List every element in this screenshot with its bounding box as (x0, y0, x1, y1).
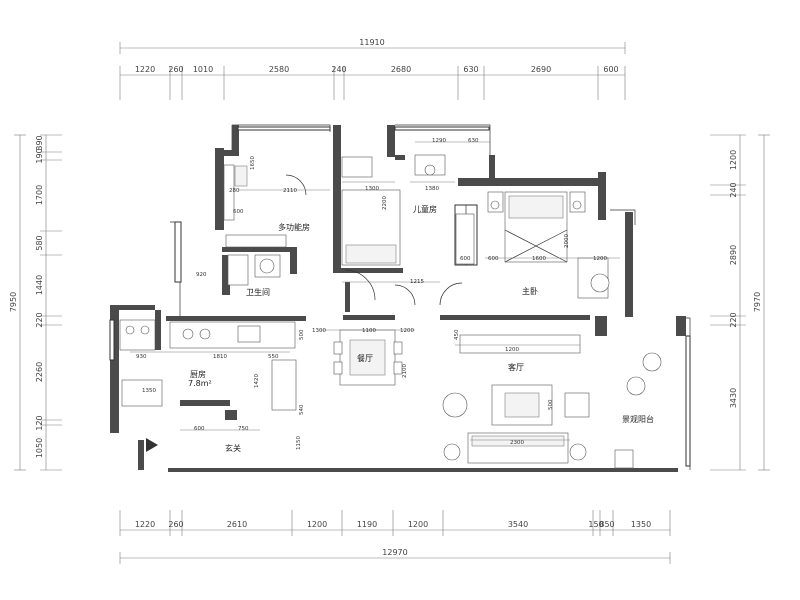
top-total-label: 11910 (359, 38, 384, 47)
dim-600d: 600 (194, 426, 205, 432)
dim-280: 280 (229, 188, 240, 194)
dim-600b: 600 (488, 256, 499, 262)
dim-1200c: 1200 (505, 347, 519, 353)
right-seg-5: 3430 (729, 388, 738, 408)
top-seg-6: 2680 (391, 65, 411, 74)
dim-540: 540 (299, 404, 305, 415)
dim-1200a: 1200 (593, 256, 607, 262)
left-seg-6: 220 (35, 312, 44, 327)
dim-1290: 1290 (432, 138, 446, 144)
top-dimensions: 11910 1220 260 1010 2580 240 2680 630 26… (119, 38, 626, 100)
bottom-seg-8: 150 (588, 520, 603, 529)
dim-1380: 1380 (425, 186, 439, 192)
room-kitchen-label: 厨房 (190, 369, 206, 379)
inner-dimensions: 1290 630 1650 1300 1380 2110 280 600 220… (130, 138, 620, 450)
bottom-seg-3: 2610 (227, 520, 247, 529)
furniture (119, 154, 662, 469)
left-seg-2: 190 (35, 148, 44, 163)
room-child-label: 儿童房 (413, 204, 437, 214)
dim-1300b: 1300 (312, 328, 326, 334)
dim-2200: 2200 (382, 196, 388, 210)
bottom-seg-2: 260 (168, 520, 183, 529)
top-seg-7: 630 (463, 65, 478, 74)
room-multi-label: 多功能房 (278, 222, 310, 232)
left-seg-9: 1050 (35, 438, 44, 458)
dim-1350: 1350 (142, 388, 156, 394)
right-seg-1: 1200 (729, 150, 738, 170)
dim-2100: 2100 (402, 364, 408, 378)
bottom-seg-6: 1200 (408, 520, 428, 529)
bottom-seg-4: 1200 (307, 520, 327, 529)
dim-500b: 500 (548, 399, 554, 410)
bottom-total-label: 12970 (382, 548, 407, 557)
left-seg-5: 1440 (35, 275, 44, 295)
bottom-seg-1: 1220 (135, 520, 155, 529)
left-seg-1: 390 (35, 135, 44, 150)
dim-630: 630 (468, 138, 479, 144)
dim-550: 550 (268, 354, 279, 360)
right-seg-3: 2890 (729, 245, 738, 265)
top-seg-9: 600 (603, 65, 618, 74)
top-seg-1: 1220 (135, 65, 155, 74)
right-seg-2: 240 (729, 182, 738, 197)
room-kitchen-area: 7.8m² (188, 379, 212, 388)
room-living-label: 客厅 (508, 362, 524, 372)
dim-930: 930 (136, 354, 147, 360)
top-seg-5: 240 (331, 65, 346, 74)
bottom-seg-10: 1350 (631, 520, 651, 529)
dim-600a: 600 (233, 209, 244, 215)
dim-750: 750 (238, 426, 249, 432)
top-seg-4: 2580 (269, 65, 289, 74)
dim-600c: 600 (460, 256, 471, 262)
right-dimensions: 1200 240 2890 220 3430 7970 (710, 134, 770, 471)
bottom-seg-7: 3540 (508, 520, 528, 529)
room-dining-label: 餐厅 (357, 354, 373, 363)
dim-1810: 1810 (213, 354, 227, 360)
walls (110, 124, 691, 472)
dim-1600: 1600 (532, 256, 546, 262)
left-seg-3: 1700 (35, 185, 44, 205)
right-seg-4: 220 (729, 312, 738, 327)
top-seg-3: 1010 (193, 65, 213, 74)
room-labels: 多功能房 儿童房 主卧 卫生间 厨房 7.8m² 餐厅 客厅 景观阳台 玄关 (188, 204, 654, 453)
dim-1300: 1300 (365, 186, 379, 192)
dim-920: 920 (196, 272, 207, 278)
right-total-label: 7970 (753, 292, 762, 312)
dim-450: 450 (454, 329, 460, 340)
dim-1100: 1100 (362, 328, 376, 334)
dim-1200b: 1200 (400, 328, 414, 334)
bottom-seg-5: 1190 (357, 520, 377, 529)
left-total-label: 7950 (9, 292, 18, 312)
dim-2110: 2110 (283, 188, 297, 194)
left-seg-8: 120 (35, 415, 44, 430)
dim-2000: 2000 (564, 234, 570, 248)
dim-500a: 500 (299, 329, 305, 340)
bottom-seg-9: 850 (599, 520, 614, 529)
left-seg-4: 580 (35, 235, 44, 250)
dim-2300: 2300 (510, 440, 524, 446)
room-balcony-label: 景观阳台 (622, 414, 654, 424)
dim-1420: 1420 (254, 374, 260, 388)
dim-1215: 1215 (410, 279, 424, 285)
dim-1150: 1150 (296, 436, 302, 450)
room-master-label: 主卧 (522, 286, 538, 296)
left-dimensions: 7950 390 190 1700 580 1440 220 2260 120 … (9, 134, 62, 471)
room-bath-label: 卫生间 (246, 287, 270, 297)
room-entry-label: 玄关 (225, 443, 241, 453)
left-seg-7: 2260 (35, 362, 44, 382)
dim-1650: 1650 (250, 156, 256, 170)
top-seg-8: 2690 (531, 65, 551, 74)
bottom-dimensions: 1220 260 2610 1200 1190 1200 3540 150 85… (119, 510, 671, 564)
top-seg-2: 260 (168, 65, 183, 74)
